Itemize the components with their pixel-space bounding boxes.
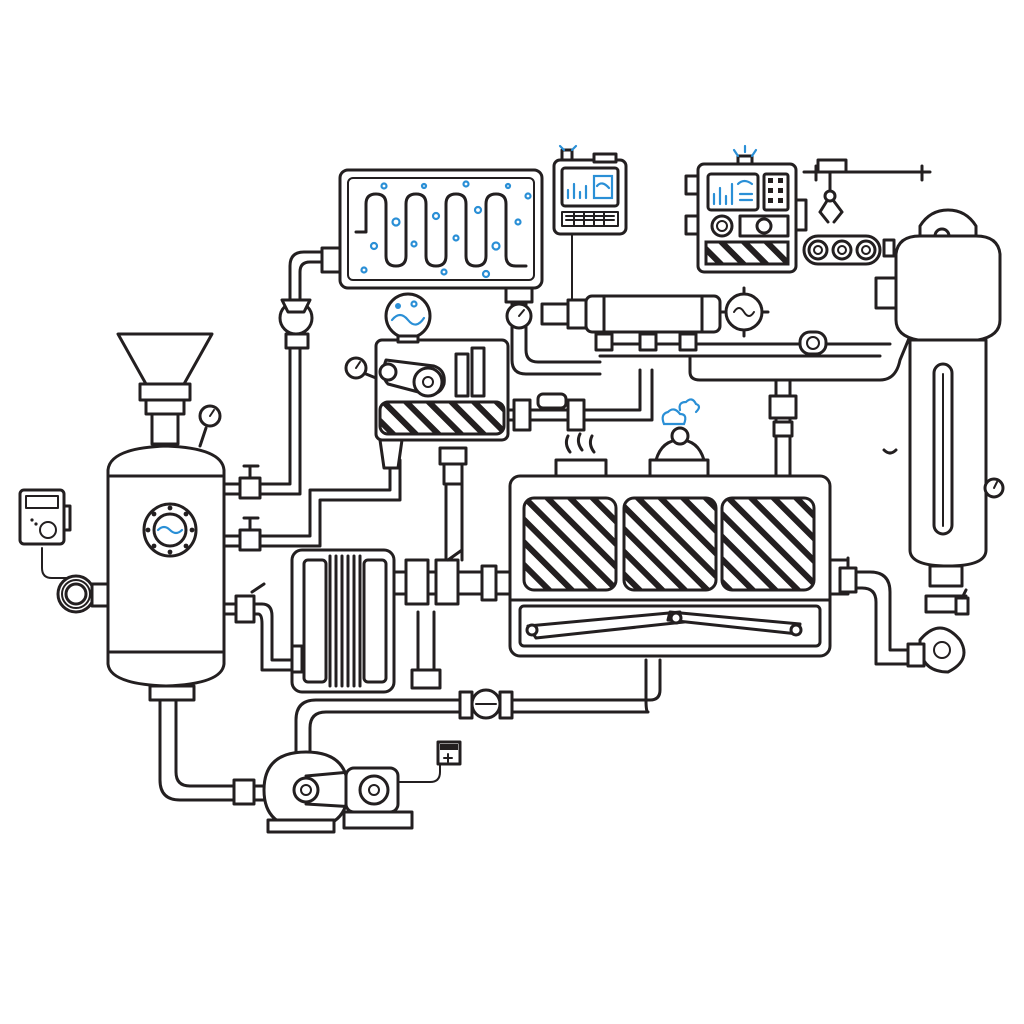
diaphragm-valve: [278, 298, 314, 350]
steam-puffs: [661, 398, 701, 426]
coil-heater: [56, 574, 110, 614]
header-gauge: [798, 330, 828, 356]
centrifugal-pump: [232, 750, 350, 834]
industrial-oven: [508, 398, 850, 658]
mixer-outlet-valve: [512, 392, 586, 432]
bubbles: [360, 180, 532, 279]
plate-inlet-valves: [446, 548, 498, 602]
column-side-valves: [838, 556, 970, 616]
computer-terminal: [552, 144, 628, 236]
plate-heat-exchanger: [234, 548, 460, 694]
terminal-beacon: [560, 148, 574, 162]
button-grid: [768, 178, 783, 203]
feed-hopper: [116, 332, 214, 416]
tank-outlet-valves: [238, 464, 266, 594]
electric-motor: [342, 740, 462, 830]
mixer-gearbox: [344, 292, 510, 486]
outlet-pressure-gauge: [505, 302, 533, 330]
distillation-column: [874, 208, 1005, 674]
return-line-valve: [458, 688, 514, 720]
flange-bolts: [145, 505, 195, 555]
control-panel-machine: [684, 144, 808, 274]
tubular-exchanger: [540, 286, 770, 352]
storage-tank: [106, 404, 226, 702]
control-timer: [18, 488, 72, 546]
mixer-sight-globe: [384, 292, 432, 340]
serpentine-heat-exchanger: [320, 168, 544, 304]
oven-feed-valve: [768, 394, 798, 438]
robotic-gripper-conveyor: [802, 158, 932, 266]
speaker-grille: [710, 214, 734, 238]
